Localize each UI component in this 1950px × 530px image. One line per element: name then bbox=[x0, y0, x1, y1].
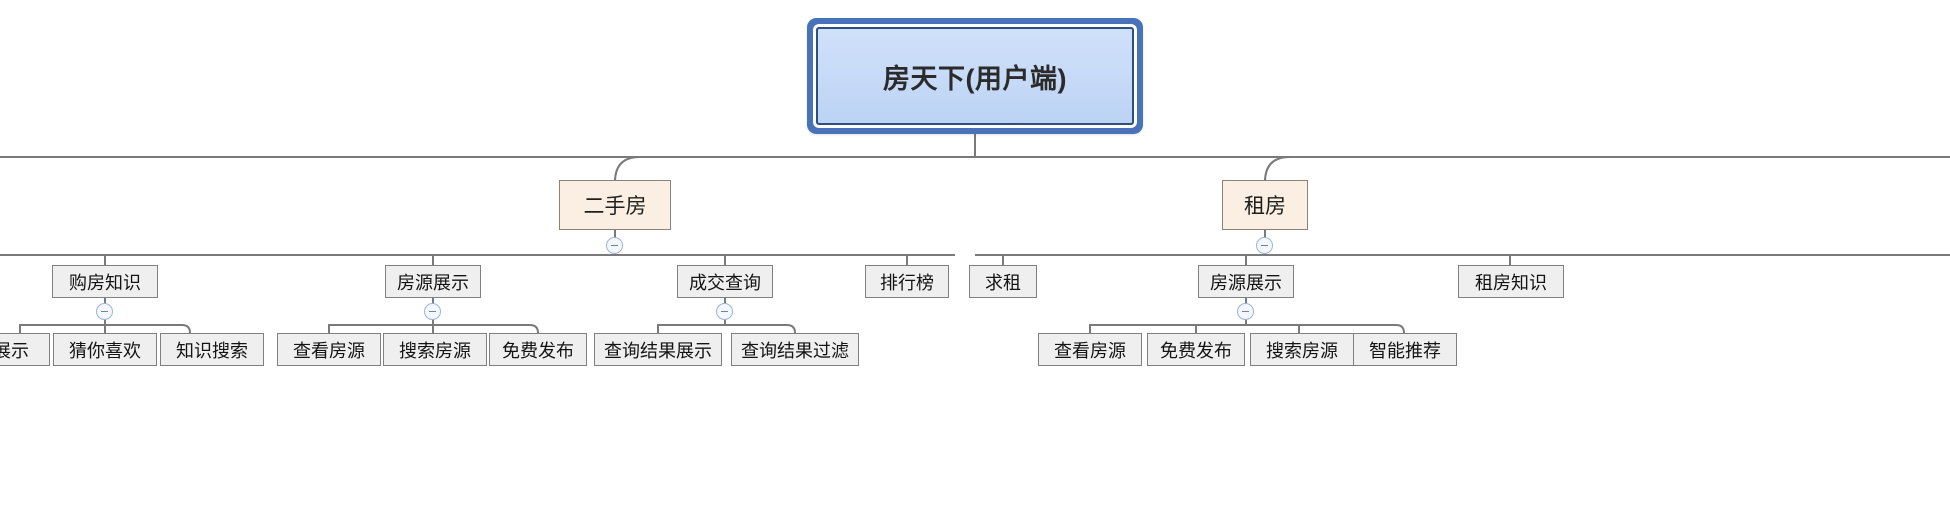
collapse-toggle-fangYuanZhanShi-right[interactable] bbox=[1237, 303, 1254, 320]
node-gouFangZhiShi[interactable]: 购房知识 bbox=[52, 265, 158, 298]
collapse-toggle-ershoufang[interactable] bbox=[606, 237, 623, 254]
collapse-toggle-gouFangZhiShi[interactable] bbox=[96, 303, 113, 320]
node-fyzsR-child-4-label: 智能推荐 bbox=[1369, 340, 1441, 361]
node-cjcx-child-1[interactable]: 查询结果展示 bbox=[594, 333, 722, 366]
node-fangYuanZhanShi-right[interactable]: 房源展示 bbox=[1198, 265, 1294, 298]
node-ershoufang-label: 二手房 bbox=[583, 195, 647, 218]
edge-bus-to-ershoufang bbox=[614, 156, 641, 183]
node-gouFangZhiShi-label: 购房知识 bbox=[69, 272, 141, 293]
node-gfzs-child-1[interactable]: 展示 bbox=[0, 333, 50, 366]
node-root[interactable]: 房天下(用户端) bbox=[816, 27, 1134, 125]
node-zuFangZhiShi[interactable]: 租房知识 bbox=[1458, 265, 1564, 298]
node-cjcx-child-2-label: 查询结果过滤 bbox=[741, 340, 849, 361]
node-chengJiaoChaXun-label: 成交查询 bbox=[689, 272, 761, 293]
edge-fyzsR-bus bbox=[1089, 323, 1405, 334]
node-gfzs-child-2-label: 猜你喜欢 bbox=[69, 340, 141, 361]
node-fyzsL-child-3[interactable]: 免费发布 bbox=[489, 333, 587, 366]
node-fyzsR-child-3-label: 搜索房源 bbox=[1266, 340, 1338, 361]
node-fyzsL-child-3-label: 免费发布 bbox=[502, 340, 574, 361]
node-fyzsR-child-2[interactable]: 免费发布 bbox=[1147, 333, 1245, 366]
node-zufang[interactable]: 租房 bbox=[1222, 180, 1308, 230]
node-fyzsL-child-1-label: 查看房源 bbox=[293, 340, 365, 361]
node-fyzsR-child-2-label: 免费发布 bbox=[1160, 340, 1232, 361]
edge-bus-to-zufang bbox=[1264, 156, 1291, 183]
edge-cjcx-bus bbox=[657, 323, 796, 334]
node-paiHangBang[interactable]: 排行榜 bbox=[865, 265, 949, 298]
node-qiuZu-label: 求租 bbox=[985, 272, 1021, 293]
node-chengJiaoChaXun[interactable]: 成交查询 bbox=[677, 265, 773, 298]
node-fyzsL-child-2[interactable]: 搜索房源 bbox=[383, 333, 487, 366]
node-gfzs-child-2[interactable]: 猜你喜欢 bbox=[53, 333, 157, 366]
node-fyzsL-child-1[interactable]: 查看房源 bbox=[277, 333, 381, 366]
collapse-toggle-chengJiaoChaXun[interactable] bbox=[716, 303, 733, 320]
node-paiHangBang-label: 排行榜 bbox=[880, 272, 934, 293]
node-qiuZu[interactable]: 求租 bbox=[969, 265, 1037, 298]
node-cjcx-child-1-label: 查询结果展示 bbox=[604, 340, 712, 361]
node-zuFangZhiShi-label: 租房知识 bbox=[1475, 272, 1547, 293]
node-cjcx-child-2[interactable]: 查询结果过滤 bbox=[731, 333, 859, 366]
node-fyzsR-child-1[interactable]: 查看房源 bbox=[1038, 333, 1142, 366]
node-gfzs-child-1-label: 展示 bbox=[0, 340, 29, 361]
node-fyzsL-child-2-label: 搜索房源 bbox=[399, 340, 471, 361]
node-fangYuanZhanShi-left[interactable]: 房源展示 bbox=[385, 265, 481, 298]
edge-fyzsL-bus bbox=[328, 323, 539, 334]
node-gfzs-child-3-label: 知识搜索 bbox=[176, 340, 248, 361]
node-ershoufang[interactable]: 二手房 bbox=[559, 180, 671, 230]
node-root-label: 房天下(用户端) bbox=[883, 63, 1067, 94]
edge-gfzs-bus bbox=[19, 323, 191, 334]
node-gfzs-child-3[interactable]: 知识搜索 bbox=[160, 333, 264, 366]
collapse-toggle-zufang[interactable] bbox=[1256, 237, 1273, 254]
node-fangYuanZhanShi-left-label: 房源展示 bbox=[397, 272, 469, 293]
node-fyzsR-child-1-label: 查看房源 bbox=[1054, 340, 1126, 361]
node-zufang-label: 租房 bbox=[1244, 195, 1286, 218]
collapse-toggle-fangYuanZhanShi-left[interactable] bbox=[424, 303, 441, 320]
node-fyzsR-child-3[interactable]: 搜索房源 bbox=[1250, 333, 1354, 366]
node-fangYuanZhanShi-right-label: 房源展示 bbox=[1210, 272, 1282, 293]
node-fyzsR-child-4[interactable]: 智能推荐 bbox=[1353, 333, 1457, 366]
